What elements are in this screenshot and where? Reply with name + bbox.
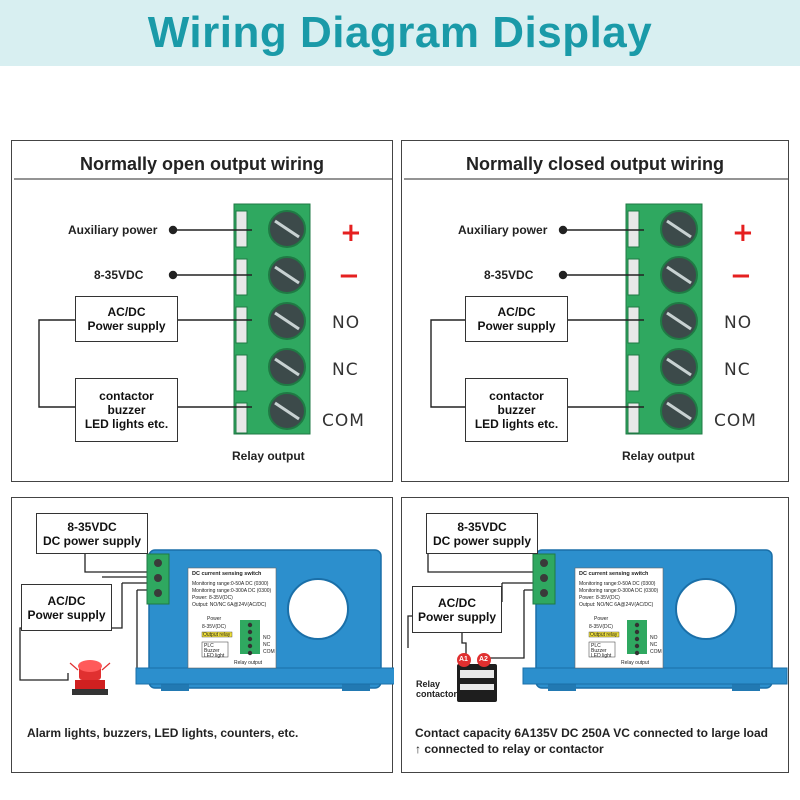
- plus-sign: +: [732, 218, 754, 248]
- minus-sign: −: [730, 261, 752, 291]
- sticker-nc: NC: [263, 642, 271, 648]
- terminal-no-label: NO: [332, 313, 361, 333]
- terminal-nc-label: NC: [332, 360, 359, 380]
- voltage-label: 8-35VDC: [94, 268, 144, 282]
- power-supply-line2: Power supply: [87, 319, 166, 333]
- sticker-com: COM: [263, 649, 275, 655]
- aux-power-label: Auxiliary power: [68, 223, 158, 237]
- panel-alarm-wiring: 8-35VDC DC power supply AC/DC Power supp…: [11, 497, 394, 773]
- terminal-com-label: COM: [322, 411, 365, 431]
- sticker-line2: Monitoring range:0-300A DC (0300): [579, 588, 659, 594]
- relay-contactor-line1: Relay: [416, 679, 441, 689]
- title-banner: Wiring Diagram Display: [0, 0, 800, 66]
- acdc-power-supply-box: AC/DC Power supply: [412, 586, 502, 633]
- acdc-power-supply-box: AC/DC Power supply: [21, 584, 112, 631]
- acdc-line2: Power supply: [27, 607, 106, 622]
- load-line3: LED lights etc.: [84, 417, 169, 431]
- sticker-output-relay: Output relay: [203, 632, 231, 638]
- sticker-plc: PLC: [204, 643, 214, 649]
- panel-title: Normally closed output wiring: [465, 154, 725, 174]
- terminal-no-label: NO: [724, 313, 753, 333]
- dc-supply-line2: DC power supply: [42, 533, 141, 548]
- sticker-nc: NC: [650, 642, 658, 648]
- sticker-led: LED light: [591, 653, 612, 659]
- sticker-line2: Monitoring range:0-300A DC (0300): [192, 588, 272, 594]
- load-line2: buzzer: [107, 403, 146, 417]
- power-supply-box: AC/DC Power supply: [465, 296, 568, 342]
- sticker-plc: PLC: [591, 643, 601, 649]
- sticker-power: Power: [594, 616, 609, 622]
- load-line3: LED lights etc.: [474, 417, 559, 431]
- sticker-buzzer: Buzzer: [204, 648, 220, 654]
- acdc-line1: AC/DC: [47, 593, 86, 608]
- panel-normally-open: Normally open output wiring: [11, 140, 393, 482]
- voltage-label: 8-35VDC: [484, 268, 534, 282]
- sticker-line1: Monitoring range:0-50A DC (0300): [192, 581, 269, 587]
- aux-power-label: Auxiliary power: [458, 223, 548, 237]
- relay-contactor-line2: contactor: [416, 689, 458, 699]
- terminal-com-label: COM: [714, 411, 757, 431]
- power-supply-line2: Power supply: [477, 319, 556, 333]
- sticker-relay-output: Relay output: [621, 660, 650, 666]
- alarm-wiring-illustration: [19, 549, 394, 695]
- power-supply-line1: AC/DC: [497, 305, 536, 319]
- terminal-nc-label: NC: [724, 360, 751, 380]
- panel-relay-contactor-wiring: 8-35VDC DC power supply AC/DC Power supp…: [401, 497, 789, 773]
- page-title: Wiring Diagram Display: [147, 8, 653, 57]
- sticker-line3: Power: 8-35V(DC): [579, 595, 620, 601]
- sticker-heading: DC current sensing switch: [192, 571, 262, 577]
- relay-caption: Contact capacity 6A135V DC 250A VC conne…: [415, 726, 768, 756]
- dc-power-supply-box: 8-35VDC DC power supply: [36, 513, 148, 554]
- panel-title: Normally open output wiring: [80, 154, 324, 174]
- sticker-voltage: 8-35V(DC): [589, 624, 613, 630]
- sticker-line4: Output: NO/NC 6A@24V(AC/DC): [579, 602, 654, 608]
- sticker-line1: Monitoring range:0-50A DC (0300): [579, 581, 656, 587]
- sticker-line3: Power: 8-35V(DC): [192, 595, 233, 601]
- sticker-no: NO: [263, 635, 271, 641]
- load-line1: contactor: [489, 389, 544, 403]
- relay-wiring-illustration: [407, 549, 788, 702]
- dc-supply-line1: 8-35VDC: [67, 519, 117, 534]
- sticker-relay-output: Relay output: [234, 660, 263, 666]
- sticker-buzzer: Buzzer: [591, 648, 607, 654]
- load-box: contactor buzzer LED lights etc.: [75, 378, 178, 442]
- relay-output-label: Relay output: [622, 449, 695, 463]
- relay-output-label: Relay output: [232, 449, 305, 463]
- sticker-power: Power: [207, 616, 222, 622]
- wiring-diagram-no: [14, 178, 392, 435]
- power-supply-line1: AC/DC: [107, 305, 146, 319]
- sticker-voltage: 8-35V(DC): [202, 624, 226, 630]
- power-supply-box: AC/DC Power supply: [75, 296, 178, 342]
- dc-supply-line2: DC power supply: [432, 533, 531, 548]
- sticker-com: COM: [650, 649, 662, 655]
- plus-sign: +: [340, 218, 362, 248]
- sticker-output-relay: Output relay: [590, 632, 618, 638]
- load-line2: buzzer: [497, 403, 536, 417]
- sticker-heading: DC current sensing switch: [579, 571, 649, 577]
- dc-power-supply-box: 8-35VDC DC power supply: [426, 513, 538, 554]
- load-line1: contactor: [99, 389, 154, 403]
- acdc-line2: Power supply: [417, 609, 497, 624]
- alarm-caption: Alarm lights, buzzers, LED lights, count…: [27, 726, 299, 740]
- panel-normally-closed: Normally closed output wiring Auxiliar: [401, 140, 789, 482]
- contactor-a1-label: A1: [459, 656, 468, 663]
- sticker-no: NO: [650, 635, 658, 641]
- acdc-line1: AC/DC: [438, 595, 476, 610]
- load-box: contactor buzzer LED lights etc.: [465, 378, 568, 442]
- sticker-led: LED light: [204, 653, 225, 659]
- dc-supply-line1: 8-35VDC: [457, 519, 507, 534]
- wiring-diagram-nc: [404, 178, 788, 435]
- sticker-line4: Output: NO/NC 6A@24V(AC/DC): [192, 602, 267, 608]
- contactor-a2-label: A2: [479, 656, 488, 663]
- minus-sign: −: [338, 261, 360, 291]
